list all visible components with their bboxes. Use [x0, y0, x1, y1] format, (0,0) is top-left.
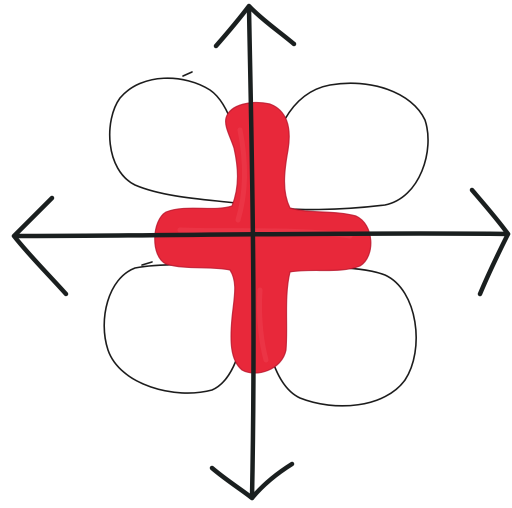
horizontal-axis: [16, 233, 508, 236]
